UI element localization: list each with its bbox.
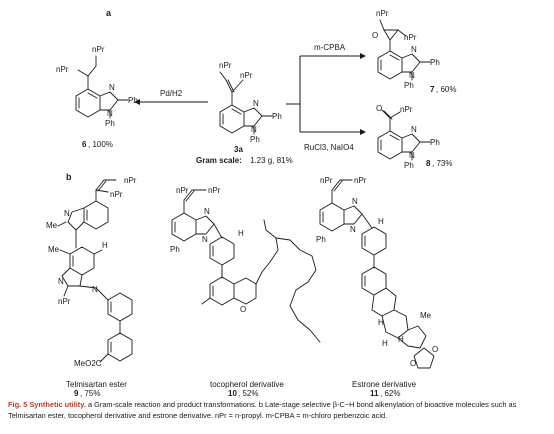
label-n-11-1: N xyxy=(352,197,358,206)
label-npr-3a-1: nPr xyxy=(219,61,232,70)
compound-3a: nPr nPr N Ph N Ph 3a Gram scale: 1.23 g,… xyxy=(196,61,293,165)
compound-10-yield: , 52% xyxy=(238,389,258,398)
compound-8-yield: , 73% xyxy=(432,159,452,168)
label-me-11: Me xyxy=(420,311,432,320)
label-ph-8-2: Ph xyxy=(404,161,414,170)
label-n-6-1: N xyxy=(109,83,115,92)
label-h-11-1: H xyxy=(378,217,384,226)
figure-label: Fig. 5 Synthetic utility. xyxy=(8,400,86,409)
panel-label-a: a xyxy=(106,8,112,18)
label-npr-6-2: nPr xyxy=(92,45,105,54)
compound-6: nPr nPr N Ph N Ph 6 , 100% xyxy=(56,45,138,149)
label-ph-7-2: Ph xyxy=(404,81,414,90)
label-npr-7-1: nPr xyxy=(376,9,389,18)
label-h-10: H xyxy=(238,229,244,238)
label-n-10-2: N xyxy=(202,235,208,244)
caption-text: a Gram-scale reaction and product transf… xyxy=(8,400,517,420)
gram-scale-label: Gram scale: xyxy=(196,156,242,165)
compound-9: nPr nPr Me N H Me N N nPr MeO2C Telmisar… xyxy=(46,176,137,398)
label-npr-7-2: nPr xyxy=(404,33,417,42)
compound-11: nPr nPr N N Ph H H H H Me O O Estrone de… xyxy=(316,176,438,398)
label-n-8-1: N xyxy=(411,125,417,134)
arrowhead-to-7 xyxy=(360,53,366,59)
compound-11-yield: , 62% xyxy=(380,389,400,398)
compound-9-yield: , 75% xyxy=(80,389,100,398)
label-ph-3a-2: Ph xyxy=(250,135,260,144)
label-n-9-2: N xyxy=(58,277,64,286)
compound-9-name: Telmisartan ester xyxy=(66,380,127,389)
reagent-mcpba: m-CPBA xyxy=(314,43,346,52)
label-npr-10-1: nPr xyxy=(176,186,189,195)
label-n-6-2: N xyxy=(107,109,113,118)
label-meo2c-9: MeO2C xyxy=(74,359,102,368)
arrowhead-to-6 xyxy=(134,99,140,105)
label-npr-6-1: nPr xyxy=(56,65,69,74)
label-ph-3a-1: Ph xyxy=(272,112,282,121)
label-npr-10-2: nPr xyxy=(208,186,221,195)
label-npr-11-1: nPr xyxy=(320,176,333,185)
label-ph-10: Ph xyxy=(170,245,180,254)
label-o-11-2: O xyxy=(432,345,438,354)
compound-11-name: Estrone derivative xyxy=(352,380,417,389)
compound-10-id: 10 xyxy=(228,389,237,398)
figure-caption: Fig. 5 Synthetic utility. a Gram-scale r… xyxy=(8,400,548,421)
label-npr-11-2: nPr xyxy=(354,176,367,185)
label-n-8-2: N xyxy=(409,151,415,160)
compound-3a-id: 3a xyxy=(234,145,243,154)
compound-10: nPr nPr N N Ph H O tocopherol derivative… xyxy=(170,186,321,398)
label-npr-9-2: nPr xyxy=(110,190,123,199)
label-me-9-2: Me xyxy=(48,245,60,254)
compound-11-id: 11 xyxy=(370,389,379,398)
label-o-7: O xyxy=(372,31,378,40)
label-npr-3a-2: nPr xyxy=(240,71,253,80)
compound-10-name: tocopherol derivative xyxy=(210,380,284,389)
label-npr-8: nPr xyxy=(400,105,413,114)
reagent-pd-h2: Pd/H2 xyxy=(160,89,183,98)
label-ph-6-2: Ph xyxy=(105,119,115,128)
label-n-9-3: N xyxy=(92,285,98,294)
label-o-10: O xyxy=(240,305,246,314)
compound-6-yield: , 100% xyxy=(88,140,113,149)
reagent-rucl3-naio4: RuCl3, NaIO4 xyxy=(304,143,354,152)
label-ph-8-1: Ph xyxy=(430,138,440,147)
label-me-9-1: Me xyxy=(46,221,58,230)
label-n-10-1: N xyxy=(204,207,210,216)
label-ph-6-1: Ph xyxy=(128,96,138,105)
label-n-9-1: N xyxy=(64,209,70,218)
compound-7-id: 7 xyxy=(430,85,435,94)
label-o-8: O xyxy=(376,104,382,113)
panel-label-b: b xyxy=(66,172,72,182)
gram-scale-value: 1.23 g, 81% xyxy=(250,156,293,165)
label-n-7-1: N xyxy=(411,45,417,54)
arrowhead-to-8 xyxy=(360,129,366,135)
compound-7-yield: , 60% xyxy=(436,85,456,94)
label-npr-9-3: nPr xyxy=(58,297,71,306)
label-n-11-2: N xyxy=(350,225,356,234)
label-n-7-2: N xyxy=(409,71,415,80)
scheme-svg: a b nPr nPr N Ph N Ph 3a Gram scale: 1.2… xyxy=(46,8,456,398)
label-o-11-1: O xyxy=(410,359,416,368)
label-h-9: H xyxy=(102,241,108,250)
compound-7: nPr nPr O N Ph N Ph 7 , 60% xyxy=(372,9,456,94)
label-n-3a-1: N xyxy=(253,99,259,108)
label-ph-7-1: Ph xyxy=(430,58,440,67)
compound-8: O nPr N Ph N Ph 8 , 73% xyxy=(376,104,452,170)
label-h-11-3: H xyxy=(382,339,388,348)
label-npr-9-1: nPr xyxy=(124,176,137,185)
compound-9-id: 9 xyxy=(74,389,79,398)
compound-8-id: 8 xyxy=(426,159,431,168)
label-n-3a-2: N xyxy=(251,125,257,134)
label-ph-11: Ph xyxy=(316,235,326,244)
label-h-11-2: H xyxy=(378,318,384,327)
label-h-11-4: H xyxy=(398,335,404,344)
compound-6-id: 6 xyxy=(82,140,87,149)
